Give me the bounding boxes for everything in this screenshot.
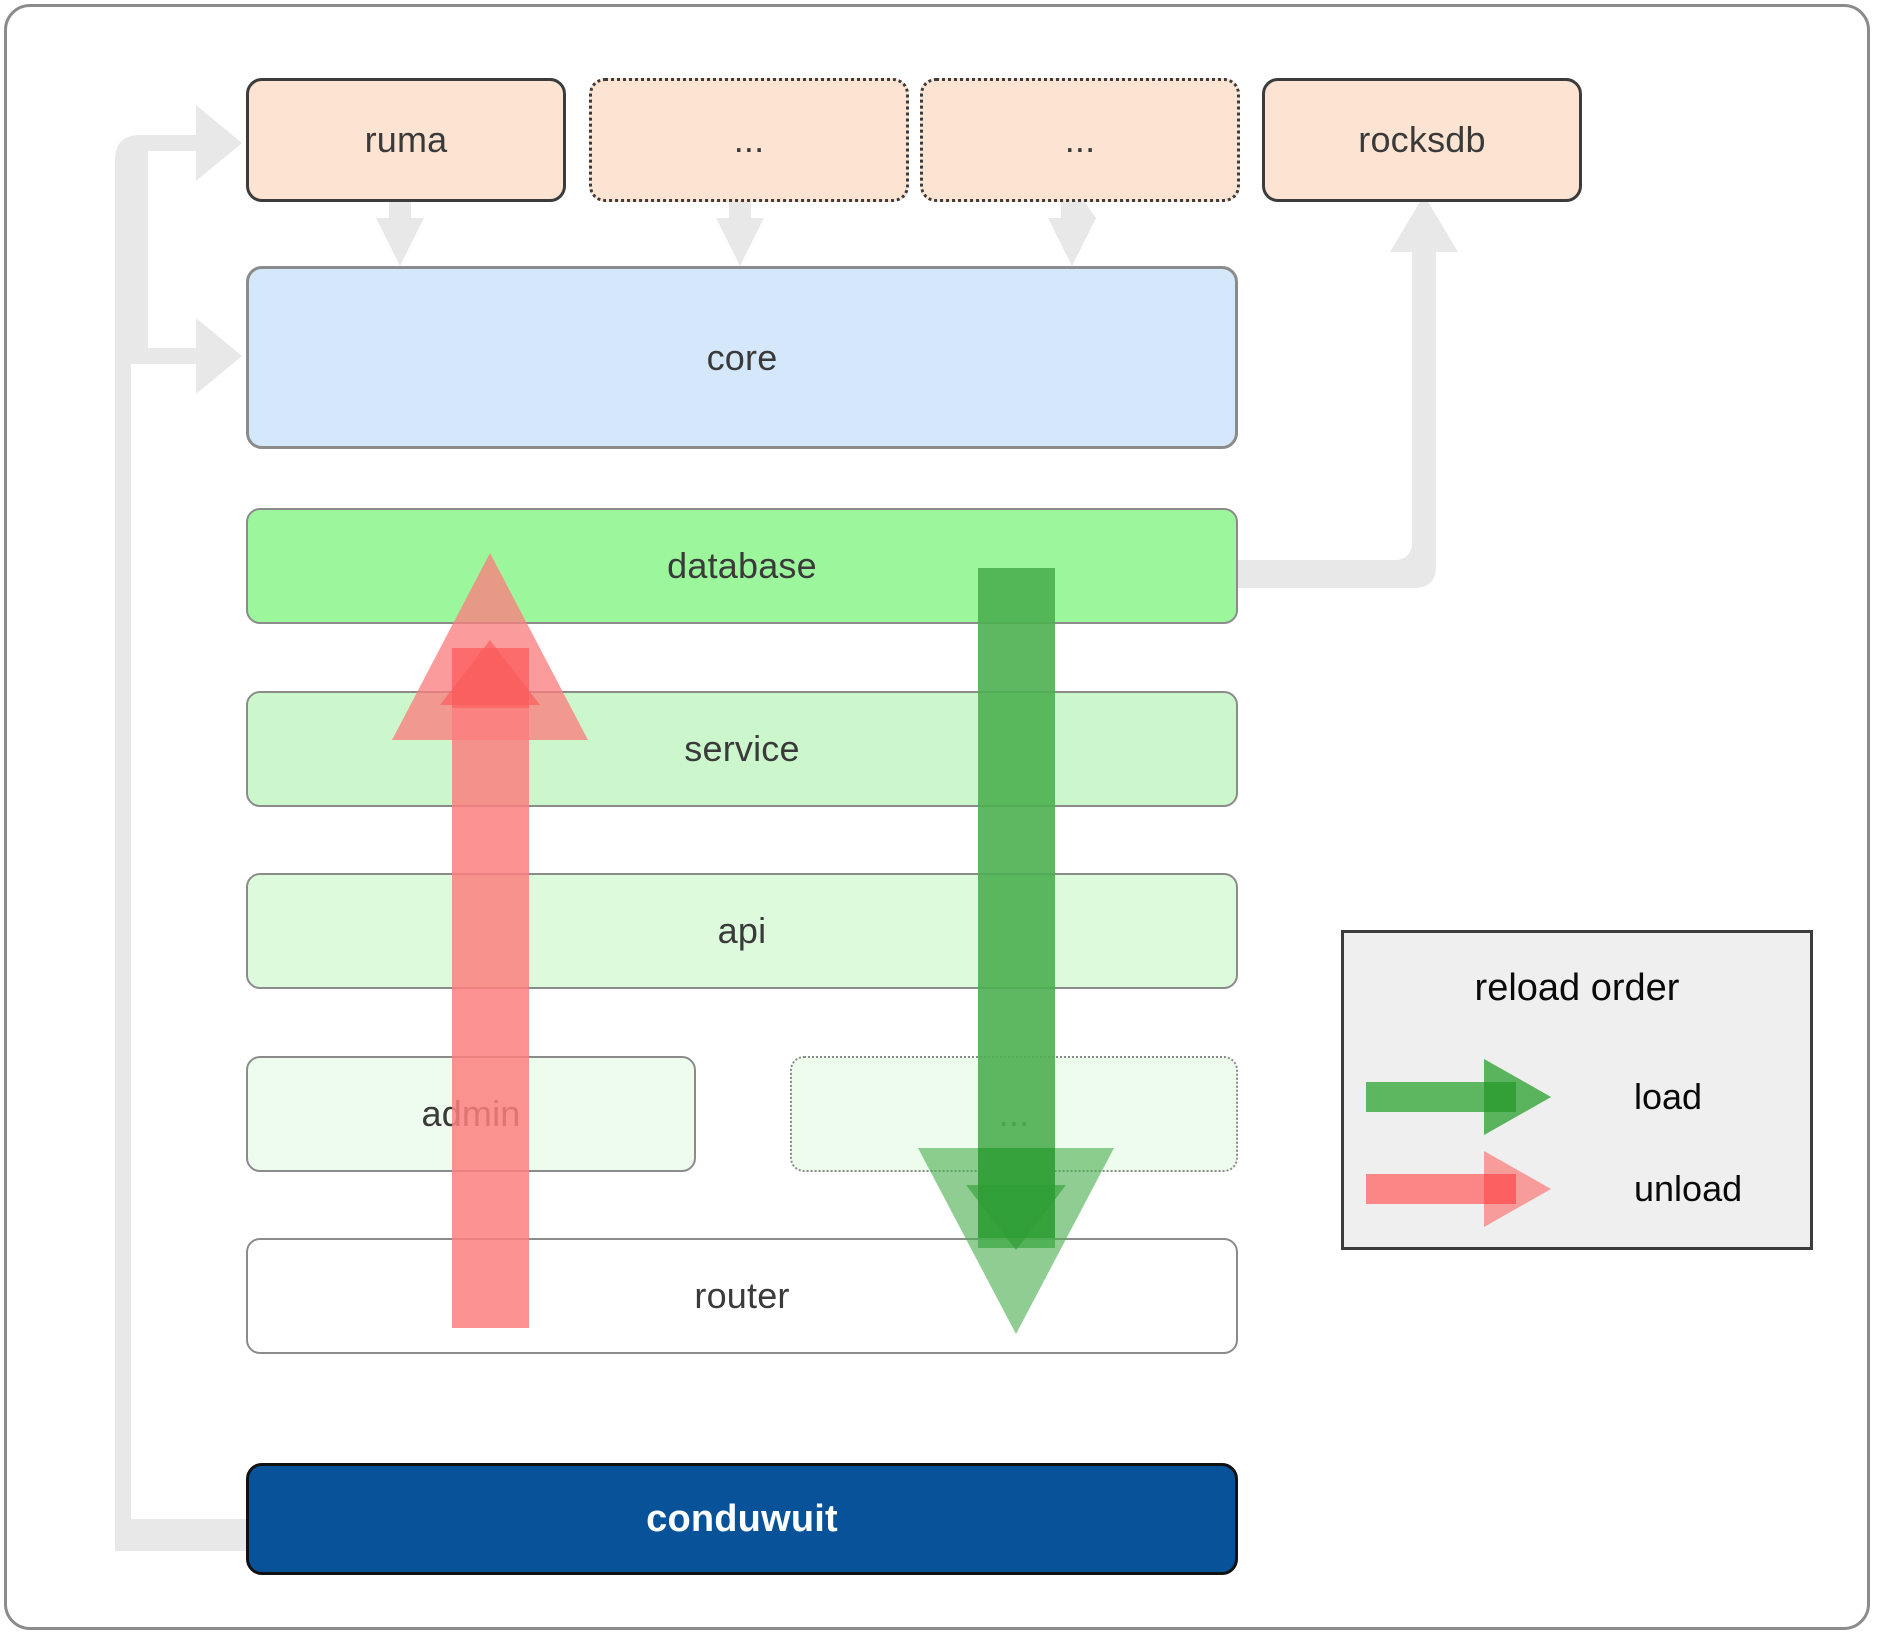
layer-label-api: api xyxy=(717,910,767,951)
core-label: core xyxy=(706,336,778,378)
dependency-label-dep2: ... xyxy=(733,119,765,160)
legend-title: reload order xyxy=(1474,967,1680,1009)
layer-box-service[interactable]: service xyxy=(246,691,1238,807)
legend-label-load: load xyxy=(1634,1076,1703,1117)
diagram-frame xyxy=(4,4,1870,1630)
layer-box-database[interactable]: database xyxy=(246,508,1238,624)
app-label-conduwuit: conduwuit xyxy=(646,1497,838,1540)
layer-label-admin: admin xyxy=(421,1093,521,1134)
legend-row-unload: unload xyxy=(1344,1143,1810,1235)
legend-panel: reload order load unload xyxy=(1341,930,1813,1250)
layer-label-database: database xyxy=(667,545,817,586)
dependency-box-rocksdb[interactable]: rocksdb xyxy=(1262,78,1582,202)
dependency-box-dep3[interactable]: ... xyxy=(920,78,1240,202)
app-box-conduwuit[interactable]: conduwuit xyxy=(246,1463,1238,1575)
legend-load-arrow-icon xyxy=(1366,1059,1551,1135)
dependency-box-ruma[interactable]: ruma xyxy=(246,78,566,202)
layer-box-etc[interactable]: ... xyxy=(790,1056,1238,1172)
layer-label-service: service xyxy=(684,728,800,769)
dependency-label-dep3: ... xyxy=(1064,119,1096,160)
layer-label-etc: ... xyxy=(998,1093,1030,1134)
layer-label-router: router xyxy=(694,1275,790,1316)
dependency-label-ruma: ruma xyxy=(364,119,448,160)
layer-box-admin[interactable]: admin xyxy=(246,1056,696,1172)
dependency-label-rocksdb: rocksdb xyxy=(1358,119,1486,160)
dependency-box-dep2[interactable]: ... xyxy=(589,78,909,202)
layer-box-api[interactable]: api xyxy=(246,873,1238,989)
layer-box-router[interactable]: router xyxy=(246,1238,1238,1354)
legend-row-load: load xyxy=(1344,1051,1810,1143)
legend-label-unload: unload xyxy=(1634,1168,1743,1209)
core-box[interactable]: core xyxy=(246,266,1238,449)
legend-unload-arrow-icon xyxy=(1366,1151,1551,1227)
